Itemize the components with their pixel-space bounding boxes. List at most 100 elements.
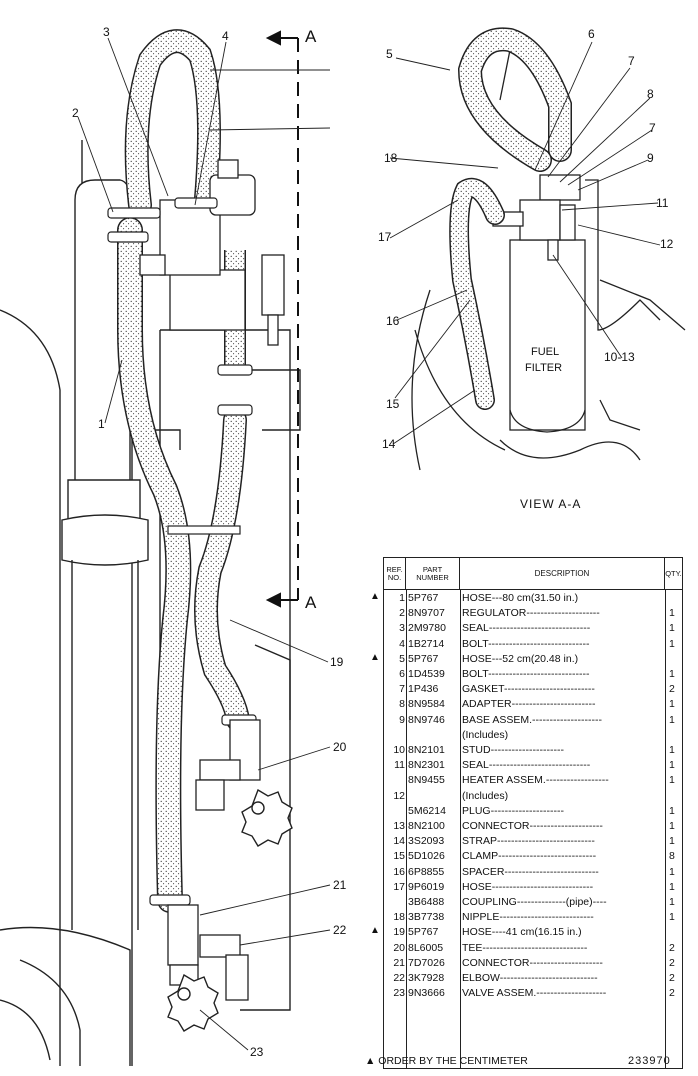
header-qty: QTY. bbox=[665, 558, 682, 590]
ref-cell: 20 bbox=[393, 941, 405, 954]
part-number-cell: 3S2093 bbox=[408, 835, 445, 848]
qty-cell: 1 bbox=[669, 820, 675, 832]
part-number-cell: 8N9746 bbox=[408, 713, 445, 726]
part-number-cell: 5M6214 bbox=[408, 804, 446, 817]
ref-cell: 7 bbox=[399, 683, 405, 696]
description-cell: HOSE----41 cm(16.15 in.) bbox=[462, 926, 582, 939]
description-cell: BOLT----------------------------- bbox=[462, 668, 590, 680]
footnote: ▲ ORDER BY THE CENTIMETER bbox=[365, 1055, 528, 1067]
callout-15: 15 bbox=[386, 397, 400, 411]
leader-lines bbox=[77, 37, 661, 1051]
part-number-cell: 3B6488 bbox=[408, 896, 445, 908]
description-cell: NIPPLE--------------------------- bbox=[462, 911, 594, 924]
callout-21: 21 bbox=[333, 878, 347, 892]
description-cell: SEAL----------------------------- bbox=[462, 759, 591, 772]
part-number-cell: 5P767 bbox=[408, 652, 439, 665]
callout-7b: 7 bbox=[649, 121, 656, 135]
qty-cell: 2 bbox=[669, 987, 675, 1000]
description-cell: GASKET-------------------------- bbox=[462, 683, 595, 696]
callout-numbers: 1 2 3 4 5 6 7 8 7 9 11 12 10-13 14 15 16… bbox=[72, 25, 674, 1059]
part-number-cell: 3K7928 bbox=[408, 972, 445, 984]
part-number-cell: 1P436 bbox=[408, 683, 439, 696]
qty-cell: 1 bbox=[669, 880, 675, 893]
ref-cell: 1 bbox=[399, 592, 405, 604]
ref-cell: 4 bbox=[399, 637, 405, 650]
qty-cell: 1 bbox=[669, 774, 675, 787]
strap bbox=[167, 525, 241, 535]
callout-7a: 7 bbox=[628, 54, 635, 68]
section-line bbox=[265, 30, 299, 608]
callout-9: 9 bbox=[647, 151, 654, 165]
part-number-cell: 8N2100 bbox=[408, 820, 445, 832]
callout-1: 1 bbox=[98, 417, 105, 431]
qty-cell: 1 bbox=[669, 804, 675, 817]
hose-clamps bbox=[107, 197, 257, 906]
qty-cell: 1 bbox=[669, 911, 675, 924]
valve-handle-icon bbox=[167, 788, 293, 1032]
callout-3: 3 bbox=[103, 25, 110, 39]
part-number-cell: 3B7738 bbox=[408, 911, 445, 924]
description-cell: VALVE ASSEM.-------------------- bbox=[462, 987, 607, 1000]
ref-cell: 3 bbox=[399, 622, 405, 635]
qty-cell: 1 bbox=[669, 698, 675, 711]
description-cell: CONNECTOR--------------------- bbox=[462, 820, 603, 832]
ref-cell: 10 bbox=[393, 744, 405, 756]
ref-cell: 15 bbox=[393, 850, 405, 863]
table-row: 8N9455 HEATER ASSEM.------------------ 1 bbox=[384, 774, 684, 789]
part-number-cell: 8N2301 bbox=[408, 759, 445, 772]
ref-cell: 5 bbox=[399, 652, 405, 665]
qty-cell: 1 bbox=[669, 835, 675, 848]
description-cell: TEE------------------------------ bbox=[462, 941, 588, 954]
part-number-cell: 8N9455 bbox=[408, 774, 445, 787]
part-number-cell: 9P6019 bbox=[408, 880, 445, 893]
part-number-cell: 5D1026 bbox=[408, 850, 445, 863]
qty-cell: 1 bbox=[669, 759, 675, 772]
ref-cell: 17 bbox=[393, 880, 405, 893]
part-number-cell: 6P8855 bbox=[408, 865, 445, 878]
qty-cell: 1 bbox=[669, 622, 675, 635]
ref-cell: 14 bbox=[393, 835, 405, 848]
ref-cell: 22 bbox=[393, 972, 405, 984]
description-cell: ELBOW---------------------------- bbox=[462, 972, 598, 984]
callout-11: 11 bbox=[656, 196, 669, 210]
qty-cell: 2 bbox=[669, 956, 675, 969]
callout-23: 23 bbox=[250, 1045, 264, 1059]
header-ref: REF. NO. bbox=[384, 558, 406, 590]
description-cell: STUD--------------------- bbox=[462, 744, 565, 756]
description-cell: HOSE---80 cm(31.50 in.) bbox=[462, 592, 579, 604]
description-cell: STRAP---------------------------- bbox=[462, 835, 595, 848]
description-cell: HEATER ASSEM.------------------ bbox=[462, 774, 609, 787]
qty-cell: 2 bbox=[669, 683, 675, 696]
qty-cell: 8 bbox=[669, 850, 675, 863]
regulator-assembly bbox=[139, 159, 285, 346]
qty-cell: 1 bbox=[669, 744, 675, 756]
part-number-cell: 8N9707 bbox=[408, 607, 445, 620]
callout-14: 14 bbox=[382, 437, 396, 451]
section-marker-bottom: A bbox=[305, 593, 317, 612]
callout-19: 19 bbox=[330, 655, 344, 669]
callout-20: 20 bbox=[333, 740, 347, 754]
callout-16: 16 bbox=[386, 314, 400, 328]
description-cell: HOSE----------------------------- bbox=[462, 880, 594, 893]
view-title: VIEW A-A bbox=[520, 497, 582, 511]
